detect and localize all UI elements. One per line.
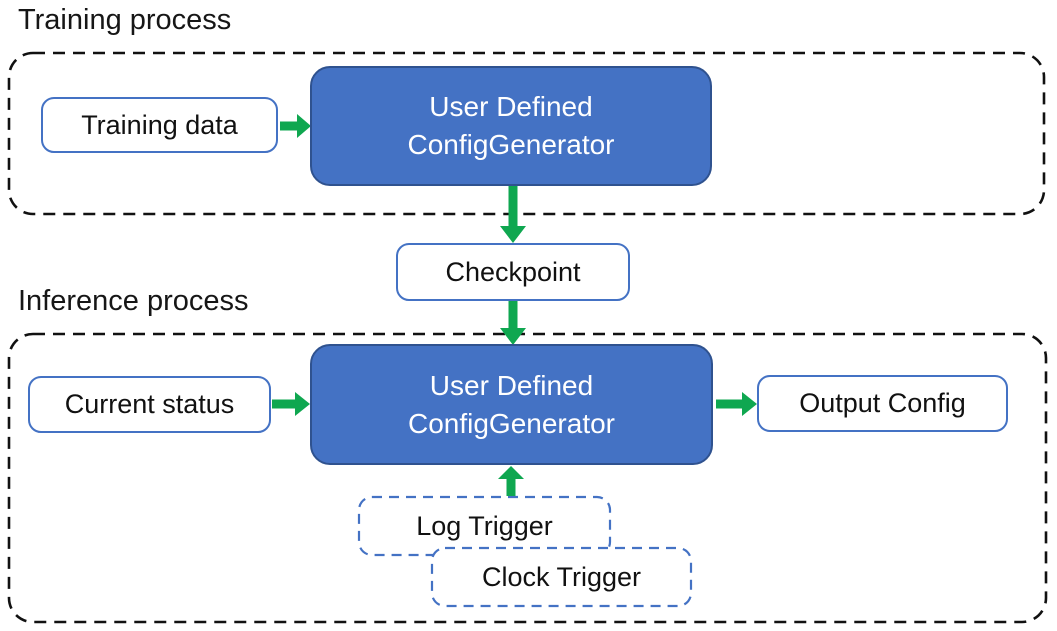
current-status-box: Current status [28,376,271,433]
inference-process-label: Inference process [18,285,249,317]
arrow-current-status-to-generator [272,392,310,416]
training-process-label: Training process [18,4,232,36]
output-config-label: Output Config [799,388,966,418]
checkpoint-label: Checkpoint [445,256,581,287]
training-config-generator-box: User Defined ConfigGenerator [310,66,712,186]
log-trigger-label: Log Trigger [416,510,553,541]
inference-process-boundary [7,332,1048,624]
arrow-generator-to-output-config [716,392,757,416]
training-process-boundary [7,51,1046,216]
arrow-training-data-to-generator [280,114,311,138]
training-config-generator-line2: ConfigGenerator [407,129,615,160]
training-data-label: Training data [81,109,238,140]
inference-config-generator-line2: ConfigGenerator [407,407,615,439]
inference-config-generator-box: User Defined ConfigGenerator [310,344,713,465]
training-data-box: Training data [41,97,278,153]
log-trigger-box: Log Trigger [359,497,610,555]
inference-config-generator-line1: User Defined [429,369,594,401]
clock-trigger-box: Clock Trigger [432,548,691,606]
current-status-label: Current status [64,389,235,419]
clock-trigger-box-outline [430,546,693,608]
arrow-triggers-to-generator [498,466,524,496]
clock-trigger-label: Clock Trigger [481,561,642,592]
checkpoint-box: Checkpoint [396,243,630,301]
training-config-generator-line1: User Defined [429,91,593,122]
arrow-generator-to-checkpoint [500,186,526,243]
output-config-box: Output Config [757,375,1008,432]
arrow-checkpoint-to-generator [500,301,526,345]
